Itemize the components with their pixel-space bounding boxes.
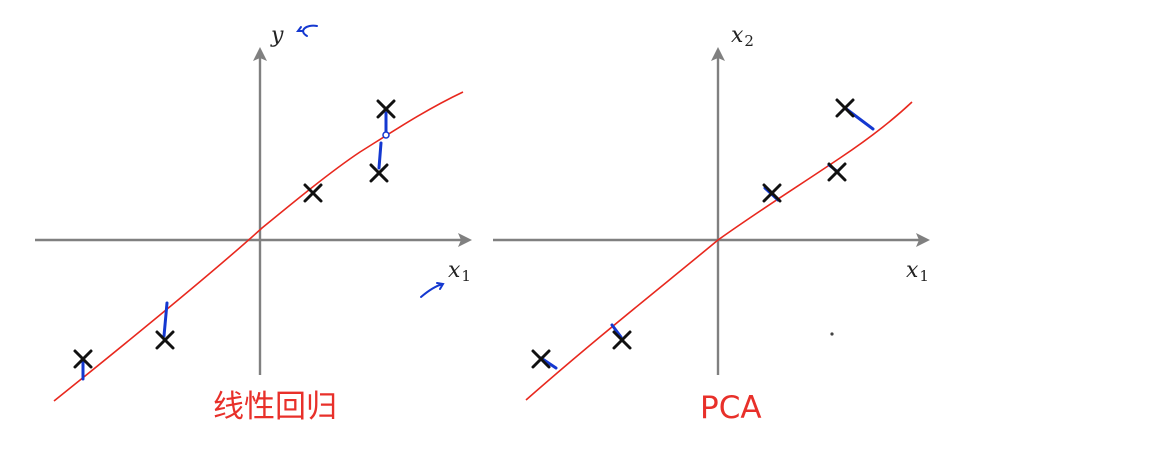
vertical-residuals <box>81 111 390 381</box>
left-panel-caption: 线性回归 <box>213 389 337 425</box>
data-point <box>835 98 855 118</box>
pen-annotation-y <box>296 24 318 37</box>
data-point <box>376 99 396 119</box>
data-point <box>612 330 632 350</box>
residual-2 <box>162 301 169 338</box>
projection-2 <box>610 323 623 339</box>
data-point <box>73 349 93 369</box>
orthogonal-projections <box>539 106 875 370</box>
pca-panel: x2 x1 <box>493 23 930 401</box>
data-point <box>155 330 175 350</box>
right-panel-caption: PCA <box>700 390 762 426</box>
data-point <box>303 183 323 203</box>
pen-annotation-x <box>420 282 445 298</box>
regression-line <box>53 91 464 402</box>
linear-regression-panel: y x1 <box>35 23 472 402</box>
data-point <box>531 349 551 369</box>
stray-dot <box>830 332 834 336</box>
left-y-axis-label: y <box>270 23 284 48</box>
left-y-axis <box>253 47 267 375</box>
data-point <box>762 183 782 203</box>
residual-3 <box>377 141 383 170</box>
right-x-axis-label: x1 <box>906 258 929 285</box>
right-y-axis <box>711 47 725 375</box>
right-x-axis <box>493 233 930 247</box>
data-point <box>827 162 847 182</box>
residual-foot-marker <box>382 131 390 139</box>
left-x-axis-label: x1 <box>448 258 471 285</box>
right-y-axis-label: x2 <box>731 23 754 50</box>
data-point <box>369 163 389 183</box>
